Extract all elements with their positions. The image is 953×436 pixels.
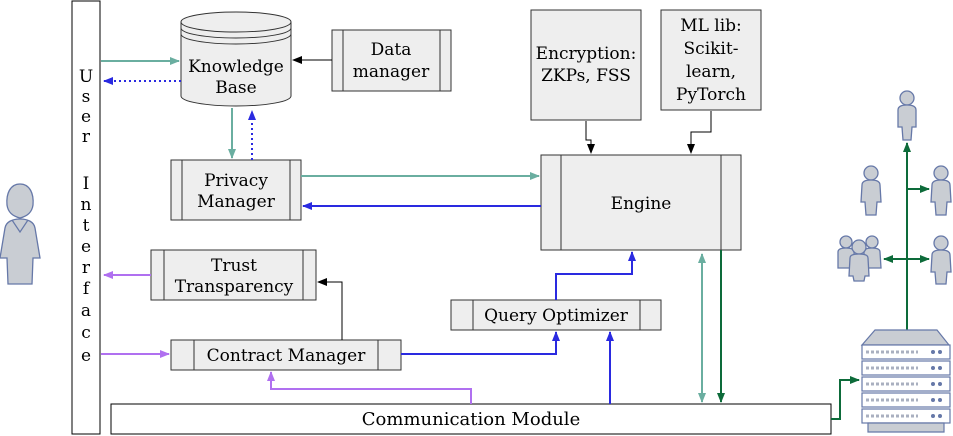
- ml-lib-box: ML lib: Scikit- learn, PyTorch: [660, 9, 762, 111]
- ui-letter: s: [82, 87, 91, 107]
- ui-letter: t: [83, 216, 90, 236]
- contract-manager-box: Contract Manager: [170, 339, 402, 371]
- encryption-box: Encryption: ZKPs, FSS: [530, 9, 642, 121]
- user-person-icon: [0, 183, 41, 285]
- ui-letter: n: [81, 195, 92, 215]
- ui-letter: U: [79, 67, 93, 87]
- trust-transparency-box: Trust Transparency: [150, 249, 317, 301]
- data-manager-label: manager: [353, 62, 430, 82]
- ui-letter: r: [82, 258, 91, 278]
- server-icon: [860, 329, 951, 433]
- encryption-label: Encryption:: [536, 44, 637, 64]
- ui-letter: f: [83, 279, 91, 299]
- ui-letter: c: [81, 323, 91, 343]
- query-optimizer-label: Query Optimizer: [484, 306, 629, 326]
- ui-letter: a: [81, 301, 91, 321]
- ui-letter: I: [83, 174, 90, 194]
- ml-lib-label: ML lib:: [680, 16, 742, 36]
- ui-letter: r: [82, 127, 91, 147]
- privacy-manager-box: Privacy Manager: [170, 159, 302, 221]
- cm-to-trust-arrow: [317, 278, 343, 340]
- recipient-person-icon: [930, 165, 952, 216]
- ml-to-engine-arrow: [687, 111, 712, 154]
- enc-to-engine-arrow: [585, 121, 595, 154]
- data-manager-box: Data manager: [331, 29, 452, 92]
- query-optimizer-box: Query Optimizer: [450, 299, 662, 331]
- comm-to-server-arrow: [831, 376, 860, 420]
- privacy-manager-label: Privacy: [204, 171, 268, 191]
- ml-lib-label: PyTorch: [676, 85, 746, 105]
- cm-to-qo-arrow: [401, 331, 560, 355]
- communication-module-label: Communication Module: [362, 409, 580, 430]
- ui-letter: e: [81, 346, 91, 366]
- ui-letter: e: [81, 107, 91, 127]
- trust-label: Transparency: [175, 277, 294, 297]
- qo-to-engine-arrow: [555, 251, 636, 300]
- knowledge-base-cylinder: Knowledge Base: [180, 11, 292, 107]
- engine-box: Engine: [540, 154, 742, 251]
- ml-lib-label: learn,: [686, 62, 736, 82]
- engine-label: Engine: [611, 194, 672, 214]
- knowledge-base-label: Base: [215, 78, 256, 98]
- encryption-label: ZKPs, FSS: [541, 66, 631, 86]
- user-interface-bar: U s e r I n t e r f a c e: [71, 0, 101, 435]
- recipient-person-icon: [897, 90, 917, 141]
- knowledge-base-label: Knowledge: [188, 57, 284, 77]
- recipient-group-icon: [837, 235, 882, 282]
- ui-letter: e: [81, 237, 91, 257]
- contract-manager-label: Contract Manager: [207, 346, 367, 366]
- recipient-person-icon: [860, 165, 882, 216]
- ml-lib-label: Scikit-: [684, 39, 739, 59]
- data-manager-label: Data: [371, 40, 412, 60]
- recipient-person-icon: [930, 235, 952, 285]
- communication-module-box: Communication Module: [110, 403, 832, 435]
- server-to-users-arrows: [883, 142, 930, 330]
- privacy-manager-label: Manager: [197, 192, 276, 212]
- trust-label: Trust: [211, 256, 257, 276]
- comm-to-cm-arrow: [267, 371, 472, 404]
